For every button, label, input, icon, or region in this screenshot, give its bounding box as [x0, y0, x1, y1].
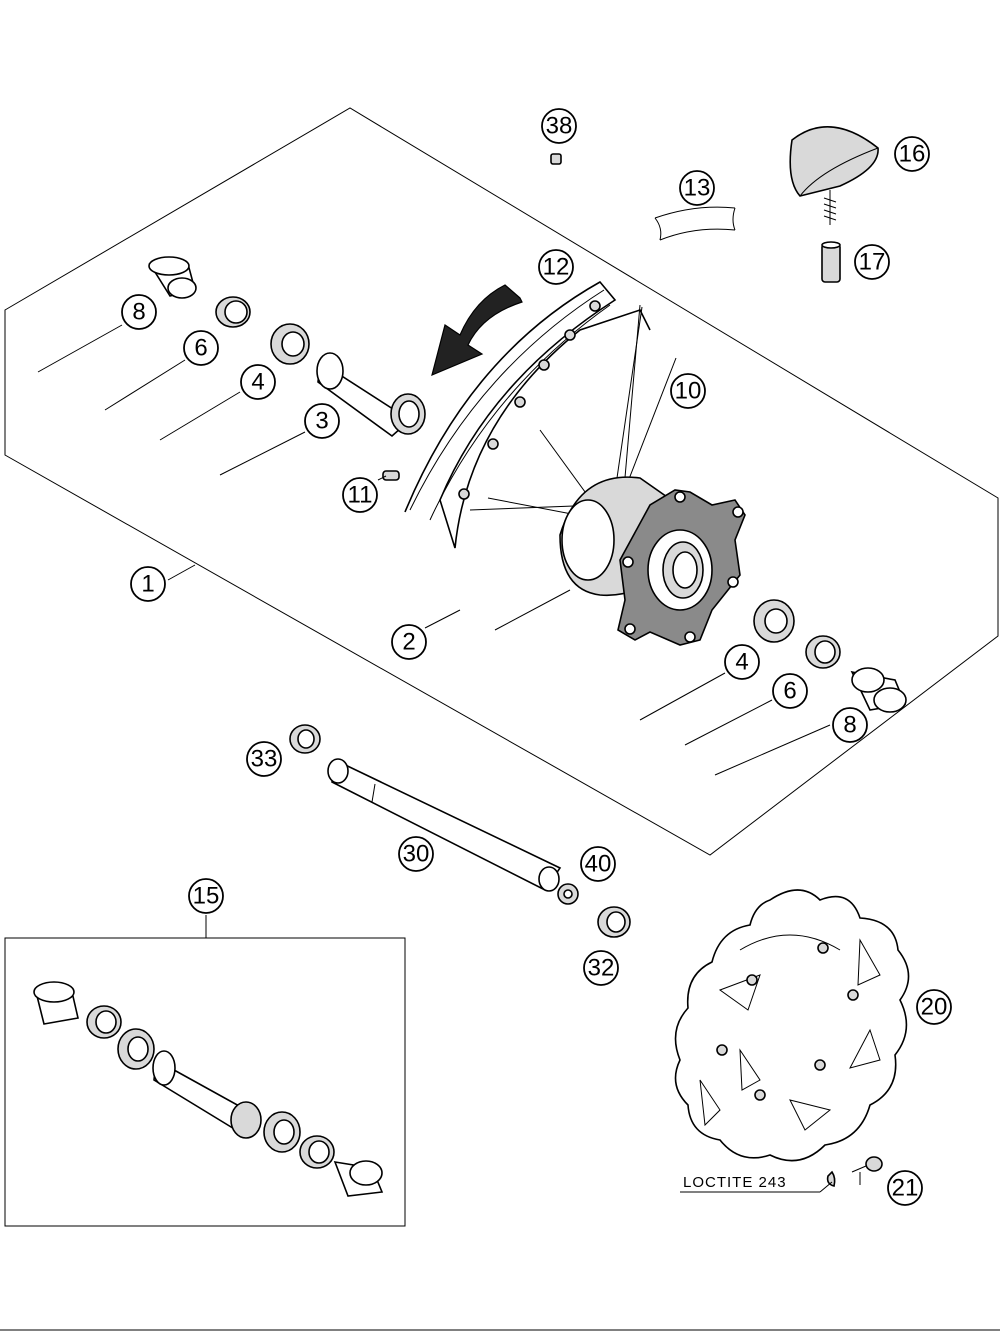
rim-part [404, 280, 651, 549]
callout-11: 11 [342, 477, 378, 513]
callout-32: 32 [583, 950, 619, 986]
valve-cap-part [550, 153, 562, 165]
callout-33: 33 [246, 741, 282, 777]
svg-text:2: 2 [402, 629, 415, 656]
spacer-part-right [850, 667, 907, 713]
callout-4-right: 4 [724, 644, 760, 680]
svg-text:33: 33 [251, 746, 278, 773]
svg-text:6: 6 [783, 678, 796, 705]
rotation-arrow-icon [431, 284, 523, 377]
callout-12: 12 [538, 249, 574, 285]
callout-15: 15 [188, 878, 224, 914]
svg-text:11: 11 [348, 482, 373, 509]
spoke-nipple-screw-part [377, 470, 400, 481]
svg-text:10: 10 [675, 378, 702, 405]
callout-16: 16 [894, 136, 930, 172]
axle-spacer-part [597, 906, 631, 938]
svg-text:13: 13 [684, 175, 711, 202]
svg-text:8: 8 [843, 712, 856, 739]
front-hub-part [559, 476, 746, 646]
svg-text:4: 4 [735, 649, 748, 676]
callout-6-right: 6 [772, 673, 808, 709]
callout-20: 20 [916, 989, 952, 1025]
rim-tape-part [654, 206, 736, 241]
svg-text:8: 8 [132, 299, 145, 326]
svg-text:16: 16 [899, 141, 926, 168]
callout-10: 10 [670, 373, 706, 409]
bearing-part-left [270, 323, 310, 365]
bearing-part-right [753, 599, 795, 643]
axle-nut-part [289, 724, 321, 754]
callout-1: 1 [130, 566, 166, 602]
callout-38: 38 [541, 108, 577, 144]
callout-30: 30 [398, 836, 434, 872]
washer-part [557, 883, 579, 905]
leader-lines [37, 324, 861, 1185]
shaft-seal-part-right [805, 635, 841, 669]
svg-text:6: 6 [194, 335, 207, 362]
callout-17: 17 [854, 244, 890, 280]
callout-4-left: 4 [240, 364, 276, 400]
svg-text:32: 32 [588, 955, 615, 982]
wheel-spindle-part [327, 758, 562, 892]
shaft-seal-part-left [215, 296, 251, 328]
callout-2: 2 [391, 624, 427, 660]
brake-disc-part [674, 889, 910, 1162]
svg-text:30: 30 [403, 841, 430, 868]
callout-3: 3 [304, 403, 340, 439]
svg-text:1: 1 [141, 571, 154, 598]
svg-text:12: 12 [543, 254, 570, 281]
loctite-note: LOCTITE 243 [683, 1174, 787, 1191]
svg-text:3: 3 [315, 408, 328, 435]
rim-lock-nut-part [821, 241, 841, 283]
callout-8-left: 8 [121, 294, 157, 330]
svg-text:17: 17 [859, 249, 886, 276]
callout-13: 13 [679, 170, 715, 206]
callout-6-left: 6 [183, 330, 219, 366]
spacer-part-left [148, 256, 197, 299]
distance-tube-part [316, 352, 426, 438]
svg-text:38: 38 [546, 113, 573, 140]
rim-lock-part [789, 125, 879, 225]
svg-text:40: 40 [585, 851, 612, 878]
callout-8-right: 8 [832, 707, 868, 743]
svg-text:21: 21 [892, 1175, 919, 1202]
svg-text:20: 20 [921, 994, 948, 1021]
wheel-kit-outline [4, 107, 999, 856]
disc-screw-part [680, 1156, 883, 1193]
svg-text:4: 4 [251, 369, 264, 396]
svg-text:15: 15 [193, 883, 220, 910]
callout-21: 21 [887, 1170, 923, 1206]
callout-40: 40 [580, 846, 616, 882]
bearing-kit-box [4, 915, 406, 1227]
